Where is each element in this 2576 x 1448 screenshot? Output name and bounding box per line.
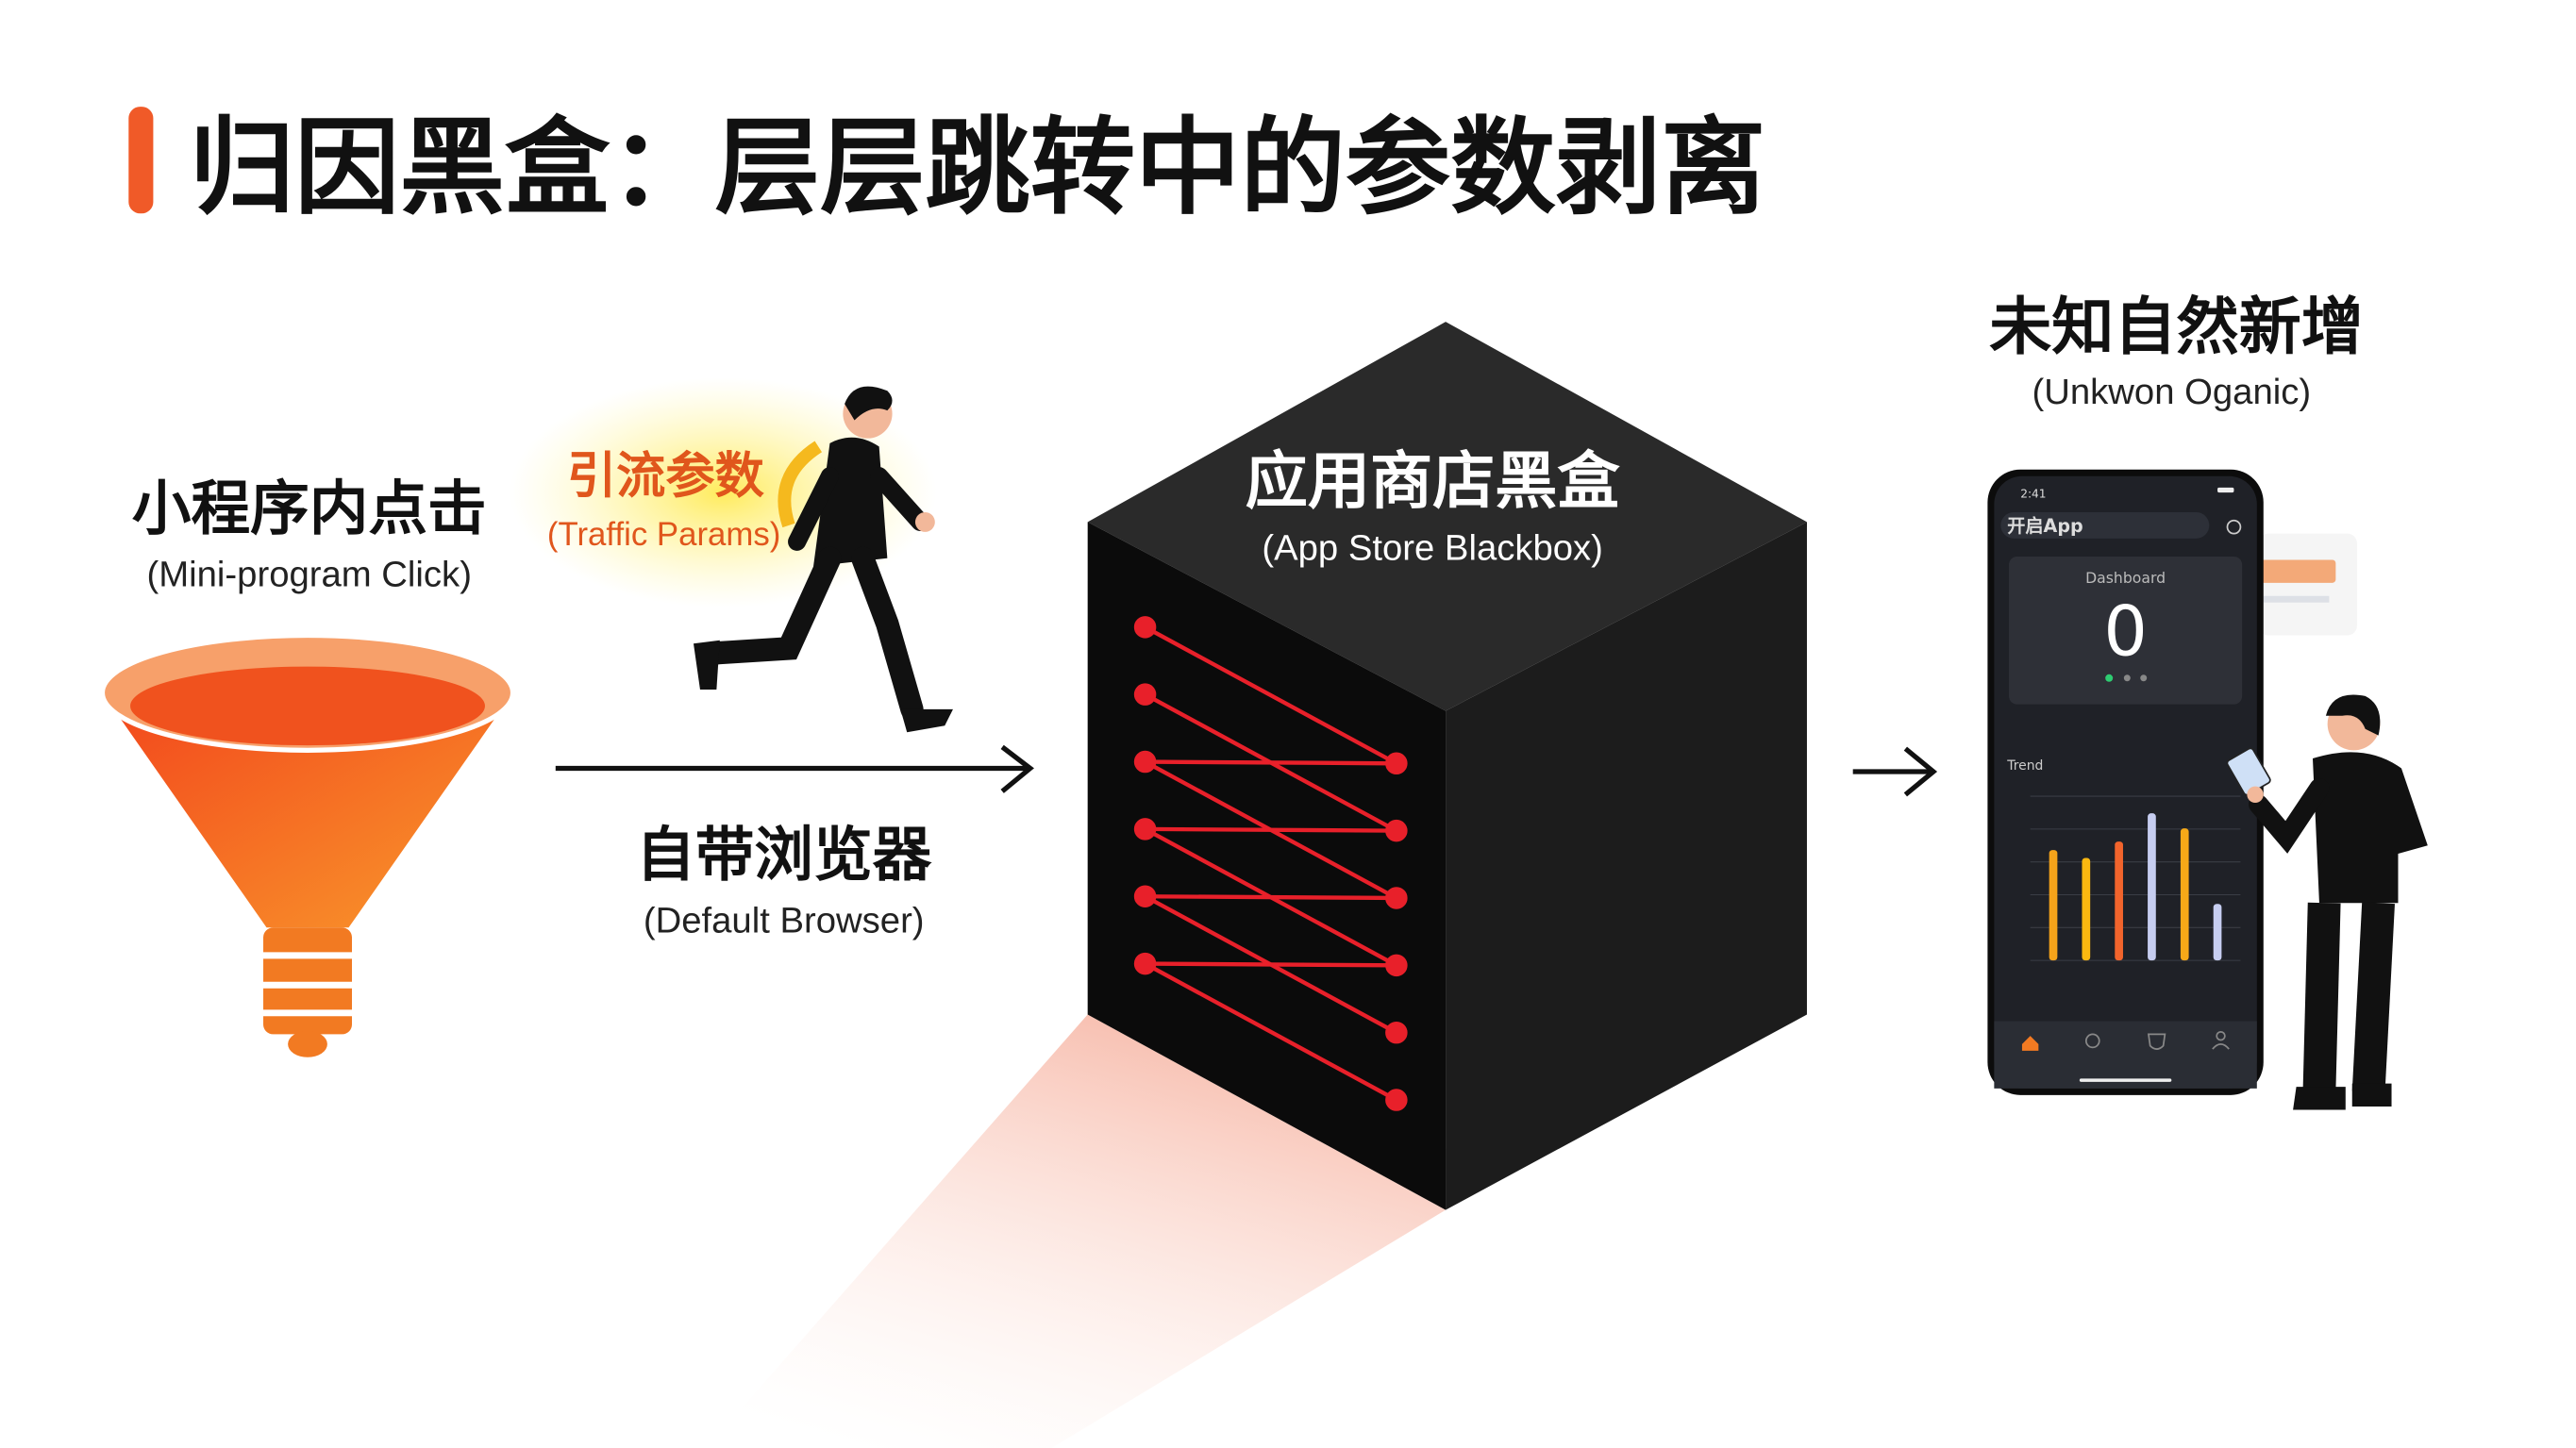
black-cube-icon	[1087, 322, 1807, 1210]
flow-arrow	[555, 744, 1034, 793]
laser-line	[1145, 894, 1397, 901]
laser-grid	[1133, 616, 1408, 1111]
traffic-sublabel: (Traffic Params)	[547, 516, 780, 553]
light-beam	[706, 1014, 1447, 1448]
bar	[2082, 857, 2091, 961]
flow-arrow	[1852, 746, 1938, 797]
message-icon[interactable]	[2147, 1033, 2166, 1050]
dashboard-card	[2009, 556, 2243, 705]
laser-node	[1385, 887, 1408, 909]
laser-node	[1385, 819, 1408, 842]
phone-status-time: 2:41	[2020, 487, 2046, 500]
laser-node	[1385, 1089, 1408, 1111]
laser-node	[1133, 952, 1157, 975]
laser-line	[1144, 961, 1397, 1102]
home-icon[interactable]	[2021, 1036, 2039, 1051]
browser-sublabel: (Default Browser)	[644, 901, 925, 941]
laser-line	[1145, 826, 1397, 833]
discover-icon[interactable]	[2084, 1033, 2100, 1049]
dashboard-title: Dashboard	[2085, 569, 2166, 587]
title-accent-bar	[128, 107, 154, 214]
laser-line	[1144, 624, 1397, 766]
traffic-label: 引流参数	[567, 448, 765, 505]
phone-app-title: 开启App	[2007, 515, 2083, 537]
profile-icon[interactable]	[2216, 1030, 2226, 1041]
laser-node	[1385, 1021, 1408, 1044]
dashboard-value: 0	[2103, 591, 2147, 672]
result-label: 未知自然新增	[1989, 291, 2364, 363]
laser-node	[1133, 885, 1157, 907]
laser-node	[1385, 752, 1408, 775]
page-title: 归因黑盒：层层跳转中的参数剥离	[190, 108, 1766, 229]
source-sublabel: (Mini-program Click)	[147, 554, 472, 594]
laser-line	[1145, 759, 1397, 766]
funnel-icon	[99, 632, 516, 1057]
chart-title: Trend	[2006, 758, 2043, 774]
bar	[2115, 841, 2123, 961]
phone-bar-chart	[2030, 795, 2241, 961]
floating-card	[2258, 533, 2357, 636]
result-sublabel: (Unkwon Oganic)	[2032, 372, 2312, 412]
bar	[2049, 850, 2058, 961]
bell-icon[interactable]	[2226, 519, 2242, 535]
laser-line	[1145, 961, 1397, 968]
source-label: 小程序内点击	[132, 474, 487, 542]
phone-mockup: 2:41 开启App Dashboard 0 Trend	[1987, 469, 2264, 1095]
blackbox-label: 应用商店黑盒	[1246, 445, 1621, 518]
bar	[2180, 828, 2189, 961]
laser-node	[1133, 683, 1157, 706]
running-person-icon	[693, 386, 953, 733]
laser-node	[1385, 954, 1408, 977]
blackbox-sublabel: (App Store Blackbox)	[1262, 527, 1603, 568]
laser-node	[1133, 616, 1157, 639]
person-with-phone-icon	[2226, 694, 2428, 1110]
laser-node	[1133, 750, 1157, 774]
browser-label: 自带浏览器	[636, 821, 932, 890]
bar	[2148, 813, 2156, 961]
bar	[2213, 904, 2222, 961]
laser-node	[1133, 818, 1157, 841]
home-indicator	[2079, 1078, 2172, 1082]
bottom-nav	[1994, 1021, 2257, 1089]
